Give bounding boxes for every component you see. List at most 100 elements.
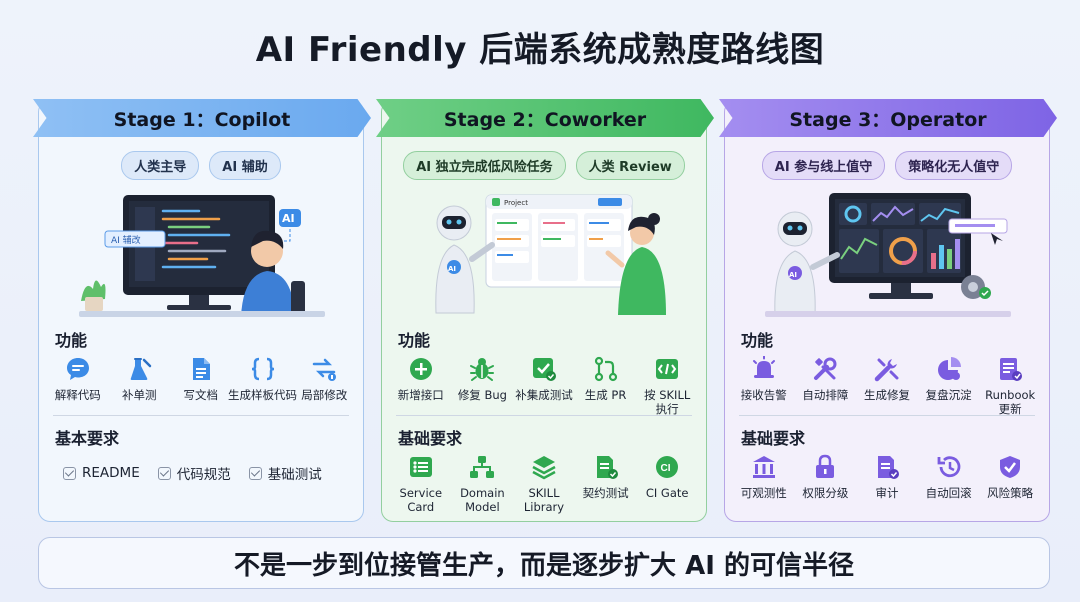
pie-icon: [935, 355, 963, 383]
feature-explain-code: 解释代码: [47, 355, 109, 402]
req-service-card: Service Card: [390, 453, 452, 514]
lock-icon: [811, 453, 839, 481]
layers-icon: [530, 453, 558, 481]
card-icon: [407, 453, 435, 481]
req-label: 权限分级: [802, 486, 849, 500]
req-domain-model: Domain Model: [452, 453, 514, 514]
svg-text:CI: CI: [661, 463, 671, 474]
feature-label: 复盘沉淀: [925, 388, 972, 402]
feature-label: 写文档: [183, 388, 219, 402]
runbook-icon: [996, 355, 1024, 383]
req-ci-gate: CI CI Gate: [636, 453, 698, 514]
robot-human-kanban-illustration: Project AI: [435, 194, 666, 315]
feature-label: 接收告警: [740, 388, 787, 402]
checkbox-icon: [63, 466, 76, 480]
stage-3-card: Stage 3：Operator AI 参与线上值守 策略化无人值守: [719, 99, 1057, 522]
feature-label: Runbook 更新: [985, 388, 1036, 416]
feature-label: 自动排障: [802, 388, 849, 402]
req-label: 可观测性: [740, 486, 787, 500]
stage-2-card: Stage 2：Coworker AI 独立完成低风险任务 人类 Review …: [376, 99, 714, 522]
tools-icon: [811, 355, 839, 383]
feature-fix-bug: 修复 Bug: [452, 355, 514, 416]
feature-new-api: 新增接口: [390, 355, 452, 416]
developer-illustration: AI 辅改 AI: [79, 195, 325, 317]
functions-label: 功能: [55, 331, 88, 350]
feature-runbook-update: Runbook 更新: [979, 355, 1041, 416]
req-permission-tiers: 权限分级: [795, 453, 857, 500]
functions-label: 功能: [398, 331, 431, 350]
stage-1-checklist: README 代码规范 基础测试: [63, 463, 353, 483]
feature-generate-pr: 生成 PR: [575, 355, 637, 416]
feature-postmortem: 复盘沉淀: [918, 355, 980, 416]
req-skill-library: SKILL Library: [513, 453, 575, 514]
feature-local-edit: 局部修改: [294, 355, 356, 402]
ai-badge: AI: [282, 212, 295, 225]
requirements-label: 基础要求: [398, 429, 463, 448]
audit-icon: [873, 453, 901, 481]
terminal-icon: [653, 355, 681, 383]
bug-icon: [468, 355, 496, 383]
contract-icon: [592, 453, 620, 481]
feature-label: 补单测: [122, 388, 157, 402]
feature-integration-tests: 补集成测试: [513, 355, 575, 416]
functions-label: 功能: [741, 331, 774, 350]
feature-label: 按 SKILL 执行: [644, 388, 691, 416]
stage-3-requirements: 可观测性 权限分级 审计 自动回滚 风险策略: [733, 453, 1041, 500]
req-label: 自动回滚: [925, 486, 972, 500]
pill: 人类 Review: [575, 151, 685, 180]
robot-dashboard-illustration: AI: [765, 193, 1011, 317]
page-title: AI Friendly 后端系统成熟度路线图: [255, 30, 825, 70]
robot-ai-badge: AI: [448, 265, 456, 273]
stage-1-features: 解释代码 补单测 写文档 生成样板代码 局部修改: [47, 355, 355, 402]
stage-1-card: Stage 1：Copilot 人类主导 AI 辅助 AI 辅改 AI: [33, 99, 371, 522]
check-square-icon: [530, 355, 558, 383]
req-label: 审计: [875, 486, 899, 500]
check-item: README: [63, 463, 140, 483]
feature-label: 生成修复: [863, 388, 910, 402]
feature-label: 生成样板代码: [228, 388, 297, 402]
feature-generate-fix: 生成修复: [856, 355, 918, 416]
ci-icon: CI: [653, 453, 681, 481]
pill: AI 独立完成低风险任务: [403, 151, 566, 180]
feature-add-unit-tests: 补单测: [109, 355, 171, 402]
footer-tagline: 不是一步到位接管生产，而是逐步扩大 AI 的可信半径: [38, 537, 1050, 589]
feature-label: 修复 Bug: [457, 388, 507, 402]
checkbox-icon: [248, 466, 262, 480]
check-item: 基础测试: [248, 463, 322, 483]
req-audit: 审计: [856, 453, 918, 500]
stage-2-features: 新增接口 修复 Bug 补集成测试 生成 PR 按 SKILL 执行: [390, 355, 698, 416]
robot-ai-badge: AI: [789, 271, 797, 279]
checkbox-icon: [157, 466, 171, 480]
alarm-icon: [750, 355, 778, 383]
edit-swap-icon: [310, 355, 338, 383]
req-auto-rollback: 自动回滚: [918, 453, 980, 500]
req-label: SKILL Library: [523, 486, 565, 514]
chat-icon: [64, 355, 92, 383]
feature-label: 生成 PR: [584, 388, 627, 402]
feature-receive-alert: 接收告警: [733, 355, 795, 416]
stage-2-pills: AI 独立完成低风险任务 人类 Review: [382, 151, 706, 180]
stage-1-pills: 人类主导 AI 辅助: [39, 151, 363, 180]
stage-3-banner: Stage 3：Operator: [719, 99, 1057, 137]
stage-2-requirements: Service Card Domain Model SKILL Library …: [390, 453, 698, 514]
feature-boilerplate: 生成样板代码: [228, 355, 297, 402]
requirements-label: 基础要求: [741, 429, 806, 448]
wrench-icon: [873, 355, 901, 383]
req-label: 契约测试: [582, 486, 629, 500]
feature-label: 新增接口: [397, 388, 444, 402]
pill: AI 参与线上值守: [761, 151, 886, 180]
hierarchy-icon: [468, 453, 496, 481]
feature-auto-troubleshoot: 自动排障: [795, 355, 857, 416]
rollback-icon: [935, 453, 963, 481]
req-risk-policy: 风险策略: [979, 453, 1041, 500]
req-label: CI Gate: [645, 486, 689, 500]
divider: [396, 415, 692, 416]
stage-3-pills: AI 参与线上值守 策略化无人值守: [725, 151, 1049, 180]
feature-skill-execute: 按 SKILL 执行: [636, 355, 698, 416]
stage-1-banner: Stage 1：Copilot: [33, 99, 371, 137]
bank-icon: [750, 453, 778, 481]
stage-3-features: 接收告警 自动排障 生成修复 复盘沉淀 Runbook 更新: [733, 355, 1041, 416]
requirements-label: 基本要求: [55, 429, 120, 448]
pill: 人类主导: [121, 151, 200, 180]
board-title: Project: [504, 199, 528, 207]
